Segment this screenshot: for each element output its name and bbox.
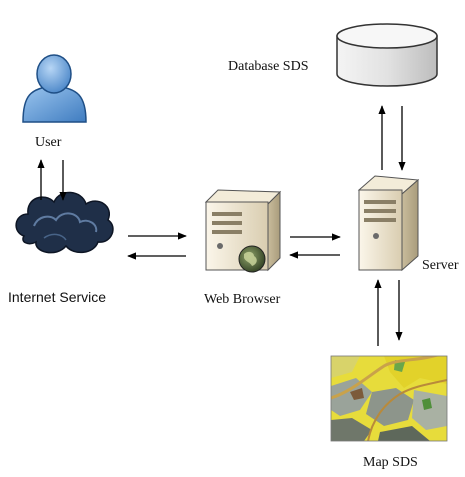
database-cylinder-icon	[336, 23, 438, 87]
internet-service-label: Internet Service	[8, 289, 107, 305]
web-browser-computer-icon	[204, 189, 282, 273]
map-thumbnail-icon	[330, 355, 448, 442]
user-label: User	[35, 135, 62, 150]
web-browser-label: Web Browser	[204, 292, 281, 307]
cloud-icon	[15, 191, 114, 254]
user-person-icon	[22, 54, 87, 123]
server-tower-icon	[357, 175, 420, 272]
database-label: Database SDS	[228, 59, 309, 74]
server-label: Server	[422, 258, 459, 273]
map-sds-label: Map SDS	[363, 455, 418, 470]
